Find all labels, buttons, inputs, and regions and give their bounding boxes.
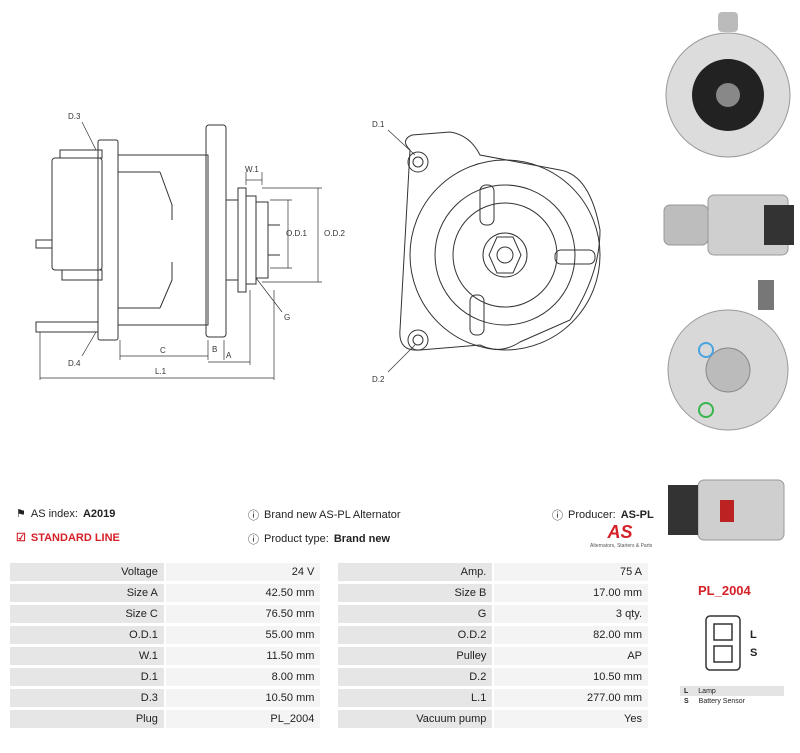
spec-spacer	[322, 710, 336, 728]
spec-value: 10.50 mm	[165, 689, 321, 707]
producer-value: AS-PL	[620, 509, 654, 521]
info-icon: ⓘ	[552, 510, 563, 522]
label-d4: D.4	[68, 359, 81, 368]
spec-value: 10.50 mm	[494, 668, 648, 686]
spec-value: 8.00 mm	[165, 668, 321, 686]
producer-label: Producer:	[568, 509, 616, 521]
spec-label: Size B	[338, 584, 493, 602]
label-d3: D.3	[68, 112, 81, 121]
photo-front-view	[665, 12, 791, 158]
producer-logo: AS Alternators, Starters & Parts	[590, 522, 653, 549]
spec-label: O.D.2	[338, 626, 493, 644]
checkbox-icon: ☑	[16, 532, 26, 544]
spec-label: W.1	[10, 647, 164, 665]
spec-label: Plug	[10, 710, 164, 728]
label-od2: O.D.2	[324, 229, 345, 238]
plug-diagram: L S	[705, 615, 757, 671]
product-type-value: Brand new	[333, 533, 391, 545]
standard-line-label: STANDARD LINE	[30, 531, 120, 544]
as-index-value: A2019	[82, 507, 116, 520]
label-d2: D.2	[372, 375, 385, 384]
label-a: A	[226, 351, 232, 360]
product-photos	[658, 0, 800, 560]
spec-spacer	[322, 647, 336, 665]
product-type: ⓘ Product type: Brand new	[248, 531, 390, 547]
label-b: B	[212, 345, 217, 354]
brand-text: Brand new AS-PL Alternator	[264, 509, 401, 521]
spec-value: AP	[494, 647, 648, 665]
spec-value: 17.00 mm	[494, 584, 648, 602]
logo-caption: Alternators, Starters & Parts	[590, 543, 653, 549]
label-g: G	[284, 313, 290, 322]
spec-label: D.1	[10, 668, 164, 686]
spec-value: 82.00 mm	[494, 626, 648, 644]
spec-value: PL_2004	[165, 710, 321, 728]
spec-spacer	[322, 668, 336, 686]
photo-side-view	[663, 194, 794, 256]
brand-info: ⓘ Brand new AS-PL Alternator	[248, 507, 401, 523]
legend-row: L Lamp	[680, 686, 784, 696]
plug-pin-l: L	[750, 629, 757, 641]
spec-spacer	[322, 605, 336, 623]
spec-label: Vacuum pump	[338, 710, 493, 728]
spec-value: 42.50 mm	[165, 584, 321, 602]
spec-label: Pulley	[338, 647, 493, 665]
spec-label: D.2	[338, 668, 493, 686]
spec-label: Voltage	[10, 563, 164, 581]
producer: ⓘ Producer: AS-PL	[552, 507, 654, 523]
spec-value: 3 qty.	[494, 605, 648, 623]
spec-value: 11.50 mm	[165, 647, 321, 665]
plug-title: PL_2004	[698, 583, 751, 598]
label-c: C	[160, 346, 166, 355]
label-od1: O.D.1	[286, 229, 307, 238]
spec-label: L.1	[338, 689, 493, 707]
plug-legend: L Lamp S Battery Sensor	[680, 686, 784, 706]
info-icon: ⓘ	[248, 534, 259, 546]
spec-value: 76.50 mm	[165, 605, 321, 623]
spec-label: D.3	[10, 689, 164, 707]
logo-text: AS	[607, 522, 633, 542]
spec-value: 55.00 mm	[165, 626, 321, 644]
label-w1: W.1	[245, 165, 259, 174]
spec-spacer	[322, 563, 336, 581]
photo-rear-view	[667, 280, 789, 431]
legend-row: S Battery Sensor	[684, 697, 745, 705]
spec-label: G	[338, 605, 493, 623]
spec-value: 24 V	[165, 563, 321, 581]
spec-value: 277.00 mm	[494, 689, 648, 707]
spec-label: Size A	[10, 584, 164, 602]
tag-icon: ⚑	[16, 508, 26, 520]
spec-spacer	[322, 626, 336, 644]
as-index-label: AS index:	[30, 507, 78, 520]
as-index: ⚑ AS index: A2019	[16, 507, 116, 521]
standard-line: ☑ STANDARD LINE	[16, 531, 120, 545]
info-icon: ⓘ	[248, 510, 259, 522]
spec-spacer	[322, 689, 336, 707]
spec-label: O.D.1	[10, 626, 164, 644]
spec-label: Amp.	[338, 563, 493, 581]
spec-value: Yes	[494, 710, 648, 728]
technical-drawing: D.3 D.4 W.1 O.D.1 O.D.2 G B A C L.1 D.1 …	[35, 112, 601, 384]
spec-spacer	[322, 584, 336, 602]
photo-top-view	[668, 479, 785, 541]
label-d1: D.1	[372, 120, 385, 129]
product-type-label: Product type:	[264, 533, 329, 545]
spec-value: 75 A	[494, 563, 648, 581]
label-l1: L.1	[155, 367, 167, 376]
spec-label: Size C	[10, 605, 164, 623]
plug-pin-s: S	[750, 647, 757, 659]
